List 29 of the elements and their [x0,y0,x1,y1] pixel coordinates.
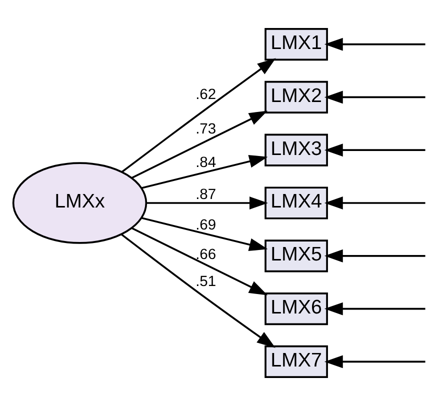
arrow [324,248,426,262]
arrow [142,154,268,188]
node-box: LMX7 [264,344,328,378]
arrow [120,233,276,348]
arrow [324,354,426,368]
edge-label: .87 [196,186,216,202]
node-box: LMX3 [264,133,328,166]
arrow [324,90,426,104]
arrow [146,196,268,209]
arrow [122,58,276,172]
edge-label: .51 [196,274,216,290]
node-box: LMX4 [264,186,328,219]
edge-label: .73 [196,121,216,138]
arrow [324,196,426,209]
arrow [324,143,426,156]
node-box: LMX5 [264,239,328,272]
arrow [324,302,426,315]
edge-label: .62 [196,86,216,103]
arrow [324,37,426,50]
edge-label: .66 [196,246,216,263]
edge-label: .84 [196,154,216,170]
node-box: LMX6 [264,292,328,325]
node-ellipse: LMXx [12,162,148,244]
arrow [131,226,268,295]
node-box: LMX2 [264,80,328,113]
node-box: LMX1 [264,28,328,60]
edge-label: .69 [196,217,216,234]
arrow [142,216,268,250]
arrow [131,110,268,178]
